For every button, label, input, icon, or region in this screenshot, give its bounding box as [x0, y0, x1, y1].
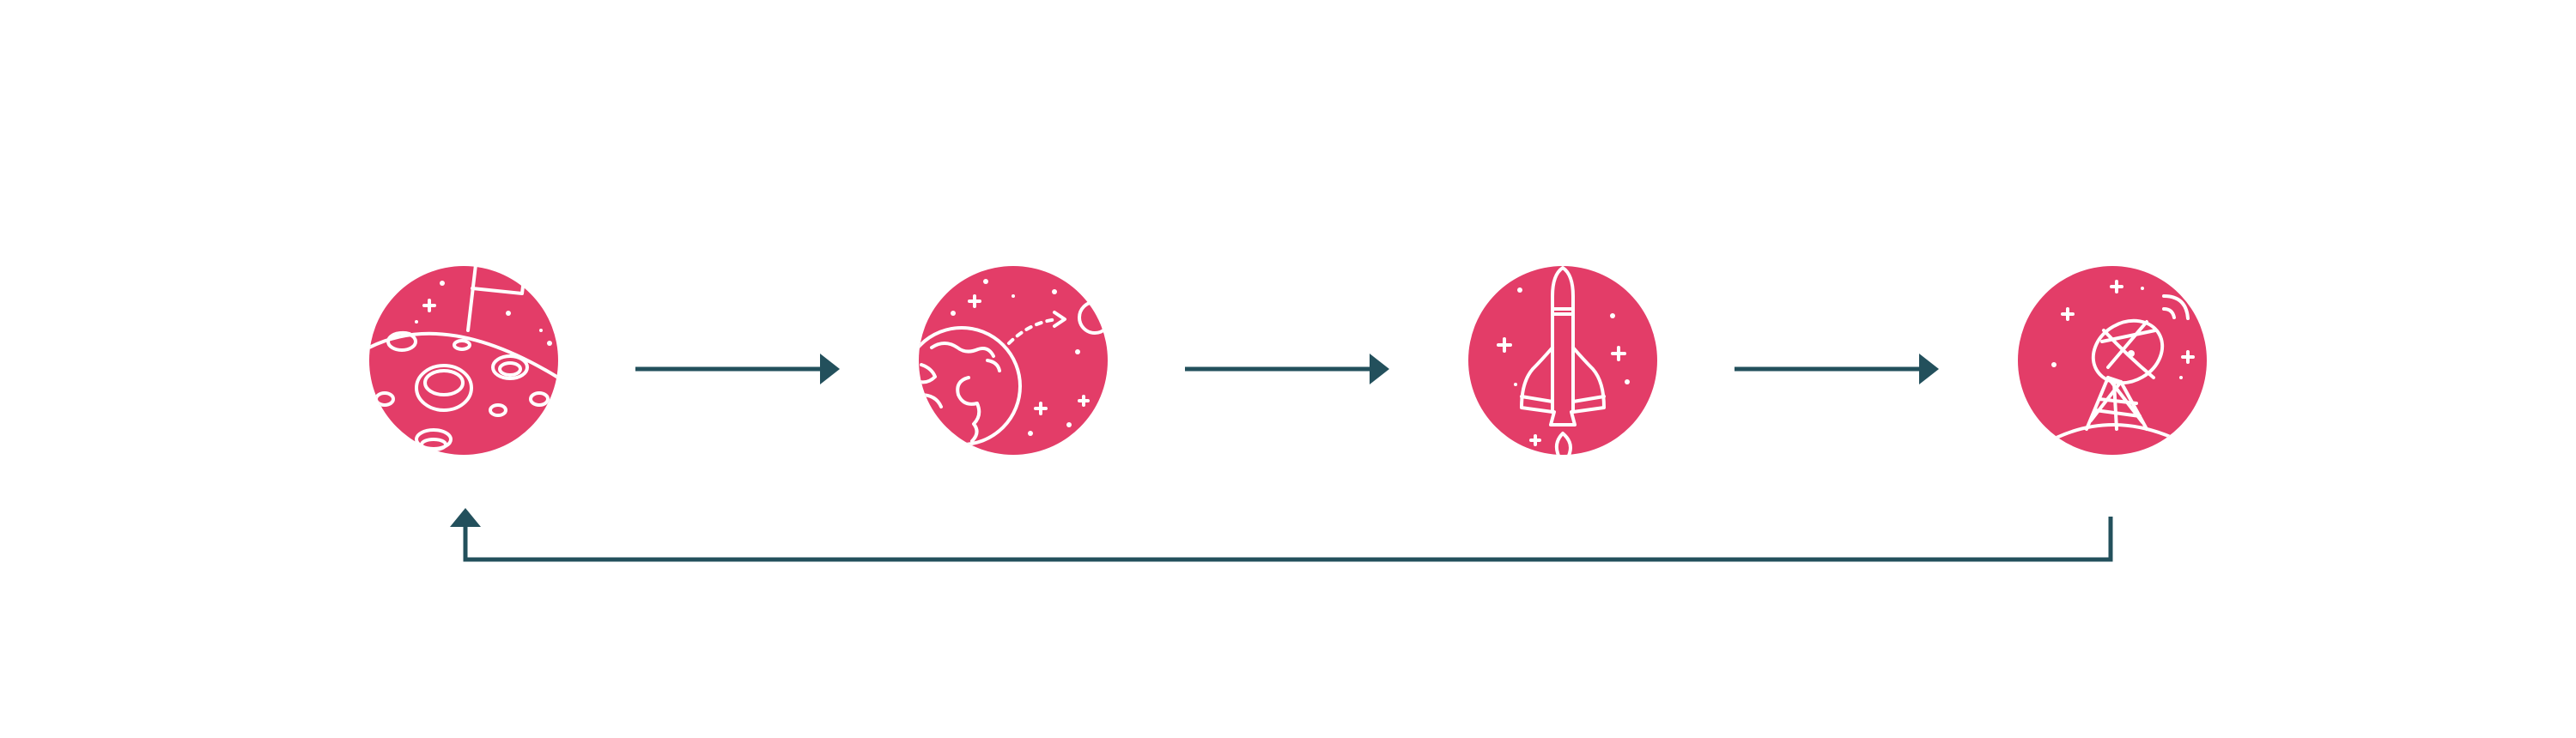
forward-arrow-2	[1185, 354, 1389, 384]
step-3-circle	[1468, 266, 1657, 455]
loop-back-arrow	[450, 508, 2113, 562]
step-earth-orbit	[919, 266, 1112, 455]
step-moon-landing	[369, 256, 558, 455]
moon-flag-icon	[369, 256, 558, 451]
forward-arrow-1	[635, 354, 840, 384]
step-satellite-dish	[2018, 266, 2207, 455]
step-rocket-launch	[1468, 266, 1657, 478]
rocket-icon	[1497, 266, 1630, 478]
forward-arrow-3	[1735, 354, 1939, 384]
satellite-dish-icon	[2051, 280, 2195, 439]
